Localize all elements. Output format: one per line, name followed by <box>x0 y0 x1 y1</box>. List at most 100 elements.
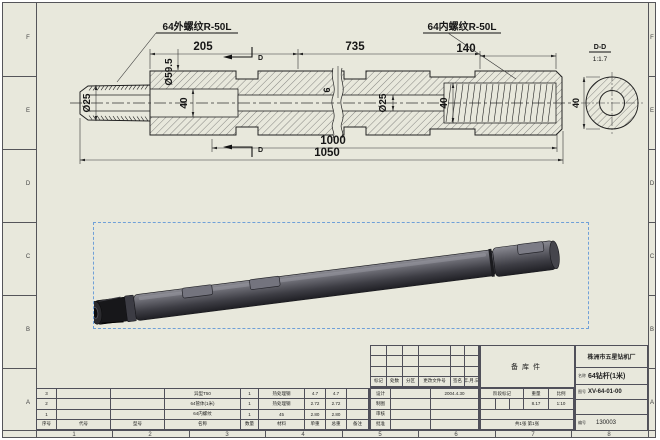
internal-thread-callout: 64内螺纹R-50L <box>423 20 517 80</box>
drawing-no-label: 图号 <box>578 389 586 394</box>
zone-tick <box>648 295 656 296</box>
bom-cell: 64管体(1米) <box>165 399 241 410</box>
stage-block: 阶段标记 重量 比例 8.17 1:10 共1张 第1张 <box>480 388 575 431</box>
zone-tick <box>648 368 656 369</box>
drawing-number: XV-64-01-00 <box>588 389 622 395</box>
rev-header: 更改文件号 <box>419 376 451 387</box>
weight-label: 重量 <box>524 389 549 400</box>
sig-label: 设计 <box>371 389 391 400</box>
dim-735: 735 <box>345 41 365 53</box>
bom-cell <box>57 409 111 420</box>
zone-letter: A <box>649 400 654 406</box>
zone-tick <box>2 76 36 77</box>
bom-cell: 1 <box>241 409 259 420</box>
name-block: 株洲市五星钻机厂 名称 64钻杆(1米) 图号 XV-64-01-00 编号 1… <box>575 345 648 431</box>
dimension-lines <box>79 49 564 164</box>
sig-label: 审核 <box>371 409 391 420</box>
bom-cell: 1 <box>241 389 259 400</box>
bom-cell: 2.80 <box>305 409 326 420</box>
bom-cell: 1 <box>241 399 259 410</box>
bom-cell: 3 <box>37 389 57 400</box>
dim-1050: 1050 <box>314 147 340 159</box>
dim-40-right: 40 <box>439 97 450 109</box>
zone-tick <box>2 222 36 223</box>
zone-letter: B <box>25 327 30 333</box>
bom-cell: 2 <box>37 399 57 410</box>
cutting-plane-marker-top: D <box>223 47 263 62</box>
section-scale: 1:1.7 <box>593 56 608 63</box>
rev-header: 标记 <box>371 376 387 387</box>
rev-header: 年.月.日 <box>465 376 479 387</box>
bom-header: 型号 <box>111 419 165 430</box>
bom-cell: 1 <box>37 409 57 420</box>
bom-cell <box>347 409 369 420</box>
rev-header: 分区 <box>403 376 419 387</box>
section-title: D-D <box>594 44 606 51</box>
svg-text:64内螺纹R-50L: 64内螺纹R-50L <box>428 20 497 33</box>
zone-letter: C <box>25 254 31 260</box>
zone-number: 3 <box>225 432 229 438</box>
svg-text:D: D <box>258 55 263 62</box>
zone-tick <box>2 368 36 369</box>
stock-label-cell: 备库件 <box>480 345 575 388</box>
zone-tick <box>342 430 343 438</box>
bom-cell: 4.7 <box>305 389 326 400</box>
bom-cell <box>57 399 111 410</box>
zone-letter: C <box>649 254 655 260</box>
zone-tick <box>418 430 419 438</box>
bom-cell <box>111 399 165 410</box>
rev-header: 签名 <box>451 376 465 387</box>
zone-tick <box>2 295 36 296</box>
bom-header: 总重 <box>326 419 347 430</box>
sig-label: 制图 <box>371 399 391 410</box>
sig-date <box>431 419 479 430</box>
dim-dia25-left: Ø25 <box>82 93 93 112</box>
scale-label: 比例 <box>549 389 574 400</box>
zone-letter: F <box>650 35 654 41</box>
cutting-plane-marker-bottom: D <box>223 144 263 157</box>
zone-letter: D <box>25 181 31 187</box>
zone-tick <box>189 430 190 438</box>
sheet-count: 共1张 第1张 <box>481 419 574 430</box>
zone-letter: A <box>25 400 30 406</box>
company-name: 株洲市五星钻机厂 <box>576 346 647 368</box>
bom-header: 序号 <box>37 419 57 430</box>
bom-header: 代号 <box>57 419 111 430</box>
zone-letter: F <box>26 35 30 41</box>
bom-cell <box>111 409 165 420</box>
svg-text:64外螺纹R-50L: 64外螺纹R-50L <box>163 20 232 33</box>
section-dim-40: 40 <box>571 98 581 108</box>
signature-block: 设计 2004.4.30 制图 审核 批准 <box>370 388 480 431</box>
bom-cell <box>347 389 369 400</box>
zone-letter: D <box>649 181 655 187</box>
bom-cell <box>57 389 111 400</box>
3d-view-selection-box[interactable] <box>90 222 589 329</box>
zone-tick <box>648 222 656 223</box>
zone-letter: E <box>649 108 654 114</box>
bom-cell: 热处理钢 <box>259 389 305 400</box>
rev-header: 处数 <box>387 376 403 387</box>
bom-cell <box>347 399 369 410</box>
dim-dia59-5: Ø59.5 <box>164 58 175 86</box>
zone-tick <box>112 430 113 438</box>
stage-label: 阶段标记 <box>481 389 524 400</box>
zone-tick <box>648 76 656 77</box>
bom-cell: 2.72 <box>305 399 326 410</box>
bom-cell: 2.80 <box>326 409 347 420</box>
part-name-label: 名称 <box>578 373 586 378</box>
bom-header: 单重 <box>305 419 326 430</box>
zone-number: 8 <box>607 432 611 438</box>
section-view-dd[interactable]: D-D 1:1.7 40 <box>571 44 643 134</box>
dim-40-left: 40 <box>179 97 190 109</box>
bom-cell: 热处理钢 <box>259 399 305 410</box>
zone-tick <box>495 430 496 438</box>
zone-number: 7 <box>531 432 535 438</box>
zone-number: 2 <box>148 432 152 438</box>
bom-header: 名称 <box>165 419 241 430</box>
zone-letter: B <box>649 327 654 333</box>
3d-shaft-render <box>90 240 560 325</box>
sig-label: 批准 <box>371 419 391 430</box>
zone-tick <box>2 149 36 150</box>
